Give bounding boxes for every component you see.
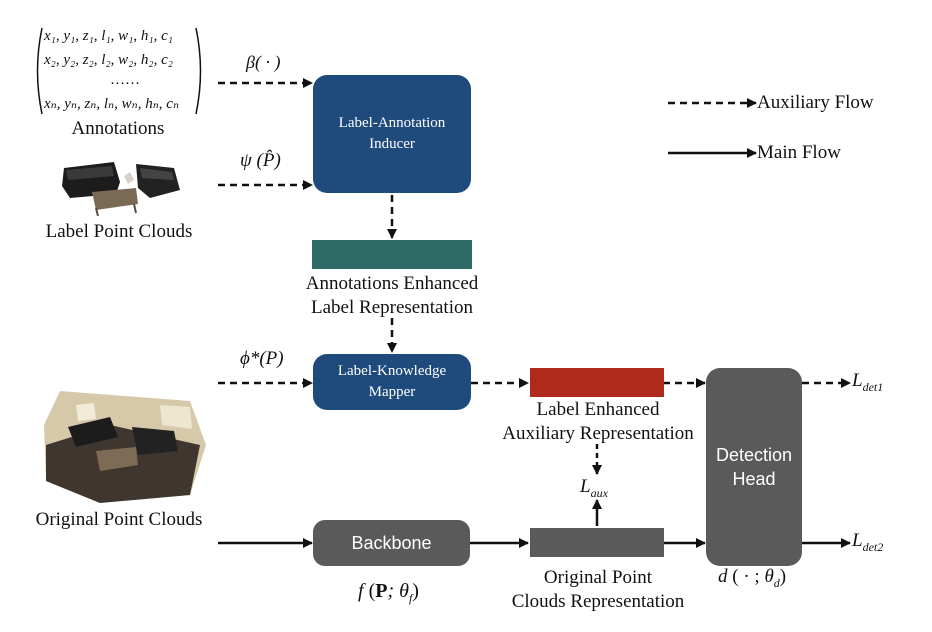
inducer-line-2: Inducer	[369, 136, 415, 152]
detection-head-line-1: Detection	[715, 445, 793, 465]
annotation-row-ellipsis: ……	[110, 72, 140, 88]
annotations-enhanced-caption: Annotations Enhanced Label Representatio…	[272, 272, 512, 320]
original-point-line-2: Clouds Representation	[511, 591, 685, 612]
beta-label: β( · )	[246, 52, 281, 72]
psi-label: ψ (P̂)	[240, 150, 281, 171]
backbone-label: Backbone	[351, 533, 432, 553]
annotation-row-n: xₙ, yₙ, zₙ, lₙ, wₙ, hₙ, cₙ	[44, 96, 180, 112]
annotations-enhanced-line-2: Label Representation	[311, 297, 473, 318]
label-enhanced-line-1: Label Enhanced	[536, 399, 660, 420]
original-point-cloud-image	[44, 391, 206, 503]
mapper-line-1: Label-Knowledge	[337, 363, 447, 379]
backbone-box: Backbone	[313, 520, 470, 566]
annotation-row-2: x₂, y₂, z₂, l₂, w₂, h₂, c₂	[44, 52, 173, 68]
f-theta-label: f (P; θf)	[358, 580, 419, 605]
matrix-brackets	[36, 27, 202, 115]
d-theta-label: d ( · ; θd)	[718, 566, 787, 590]
label-enhanced-line-2: Auxiliary Representation	[502, 423, 694, 444]
original-point-representation-bar	[530, 528, 664, 557]
label-knowledge-mapper-box: Label-Knowledge Mapper	[313, 354, 471, 410]
l-det2-label: Ldet2	[852, 530, 884, 554]
original-point-representation-caption: Original Point Clouds Representation	[500, 566, 696, 614]
detection-head-line-2: Head	[732, 469, 776, 489]
l-aux-label: Laux	[580, 476, 608, 500]
annotations-enhanced-bar	[312, 240, 472, 269]
detection-head-box: Detection Head	[706, 368, 802, 566]
label-point-cloud-image	[62, 162, 180, 217]
legend-main-flow: Main Flow	[757, 142, 841, 163]
legend-auxiliary-flow: Auxiliary Flow	[757, 92, 874, 113]
label-enhanced-caption: Label Enhanced Auxiliary Representation	[482, 398, 714, 446]
inducer-line-1: Label-Annotation	[338, 115, 446, 131]
original-point-line-1: Original Point	[543, 567, 653, 588]
annotations-caption: Annotations	[71, 118, 165, 139]
l-det1-label: Ldet1	[852, 370, 884, 394]
original-point-clouds-caption: Original Point Clouds	[35, 509, 203, 530]
phi-label: ϕ*(P)	[240, 348, 284, 369]
annotations-enhanced-line-1: Annotations Enhanced	[305, 273, 479, 294]
label-annotation-inducer-box: Label-Annotation Inducer	[313, 75, 471, 193]
mapper-line-2: Mapper	[368, 384, 416, 400]
label-enhanced-bar	[530, 368, 664, 397]
label-point-clouds-caption: Label Point Clouds	[45, 221, 193, 242]
annotations-matrix: x₁, y₁, z₁, l₁, w₁, h₁, c₁ x₂, y₂, z₂, l…	[30, 24, 210, 118]
annotation-row-1: x₁, y₁, z₁, l₁, w₁, h₁, c₁	[44, 28, 173, 44]
